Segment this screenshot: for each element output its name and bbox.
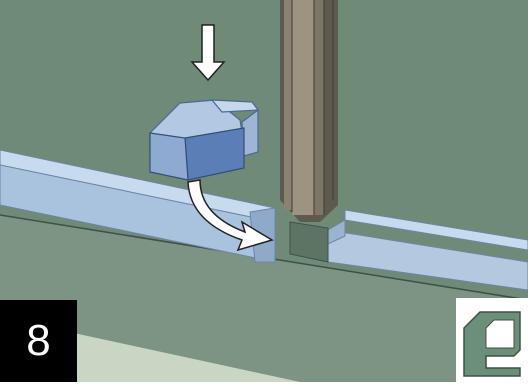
profile-inset bbox=[456, 298, 528, 382]
step-badge: 8 bbox=[0, 300, 77, 382]
frame-post-light bbox=[292, 0, 314, 215]
right-rail-top bbox=[344, 209, 528, 251]
floor bbox=[0, 215, 528, 382]
frame-post-mid bbox=[314, 0, 324, 215]
curved-arrow-icon bbox=[187, 179, 274, 252]
floor-recess bbox=[289, 221, 329, 263]
frame-post-edge bbox=[284, 0, 292, 210]
floor-strip bbox=[60, 330, 300, 382]
profile-section-icon bbox=[463, 311, 521, 377]
clip-side bbox=[149, 132, 189, 181]
down-arrow-icon bbox=[190, 24, 226, 82]
step-number: 8 bbox=[26, 316, 51, 365]
